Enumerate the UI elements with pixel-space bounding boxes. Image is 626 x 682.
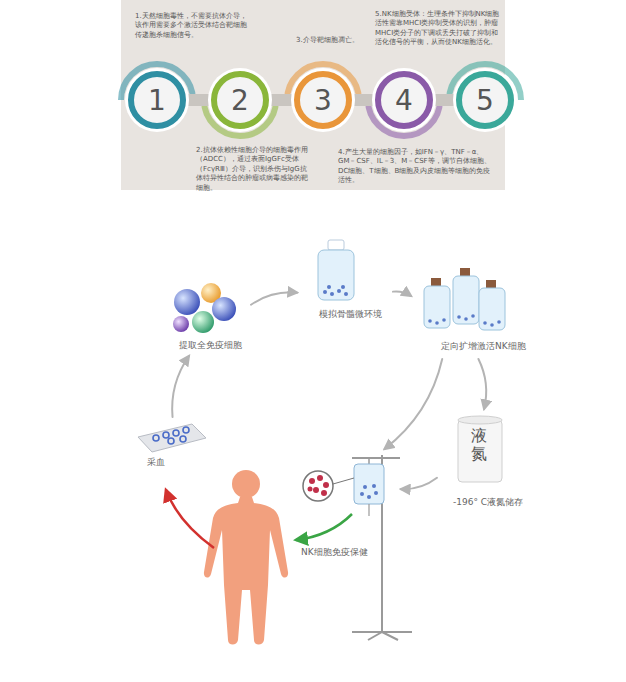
drip-bag [354,458,384,516]
note-text: 1.天然细胞毒性，不需要抗体介导，该作用需要多个激活受体结合靶细胞传递胞杀细胞信… [135,12,247,40]
step-caption: 提取全免疫细胞 [178,339,243,352]
process-station: 液氮 -196° C液氮储存 [440,412,540,510]
note-text: 2.抗体依赖性细胞介导的细胞毒作用（ADCC），通过表面IgGFc受体（FcγR… [196,146,310,193]
callout-number: 4 [381,77,427,123]
magnifier [303,471,354,501]
number-circle: 4 [375,71,433,129]
process-station: 提取全免疫细胞 [150,284,248,353]
flow-arrow [393,291,411,296]
number-circle: 3 [294,71,352,129]
blood-dish [138,424,206,452]
number-circle: 5 [456,71,514,129]
callout-number: 2 [217,77,263,123]
flow-arrow [251,292,297,304]
flow-arrow [188,94,209,106]
flow-arrow [401,478,437,489]
flow-arrow [478,359,486,409]
note-text: 5.NK细胞受体：生理条件下抑制NK细胞活性需靠MHCI类抑制受体的识别，肿瘤M… [375,10,501,48]
infusion-arrow [296,514,352,540]
culture-bottle [318,240,354,300]
chain-swoops [121,64,521,136]
process-station: 定向扩增激活NK细胞 [414,266,532,356]
flow-arrow [172,356,189,417]
nitrogen-tank [458,416,502,482]
step-caption: -196° C液氮储存 [452,496,524,509]
flow-arrow [271,94,292,106]
step-caption: 模拟骨髓微环境 [318,308,383,321]
callout-number: 1 [134,77,180,123]
note-text: 3.介导靶细胞凋亡。 [296,36,388,45]
tank-label: 液氮 [471,427,487,462]
process-station: 采血 [130,420,200,470]
process-station: NK细胞免疫保健 [298,452,398,560]
flow-arrow [354,94,373,106]
human-figure [204,470,288,645]
note-text: 4.产生大量的细胞因子，如IFN－γ、TNF－α、GM－CSF、IL－3、M－C… [338,148,494,186]
return-arrow [166,490,214,548]
process-station: 模拟骨髓微环境 [300,238,390,322]
immune-cells [173,283,236,333]
step-caption: 定向扩增激活NK细胞 [440,340,527,353]
flow-arrow [385,359,443,449]
number-circle: 2 [211,71,269,129]
flow-arrow [435,94,454,106]
step-caption: NK细胞免疫保健 [300,546,369,559]
expansion-bottles [424,268,505,330]
callout-number: 3 [300,77,346,123]
panel [121,0,505,190]
number-circle: 1 [128,71,186,129]
step-caption: 采血 [146,456,166,469]
callout-number: 5 [462,77,508,123]
